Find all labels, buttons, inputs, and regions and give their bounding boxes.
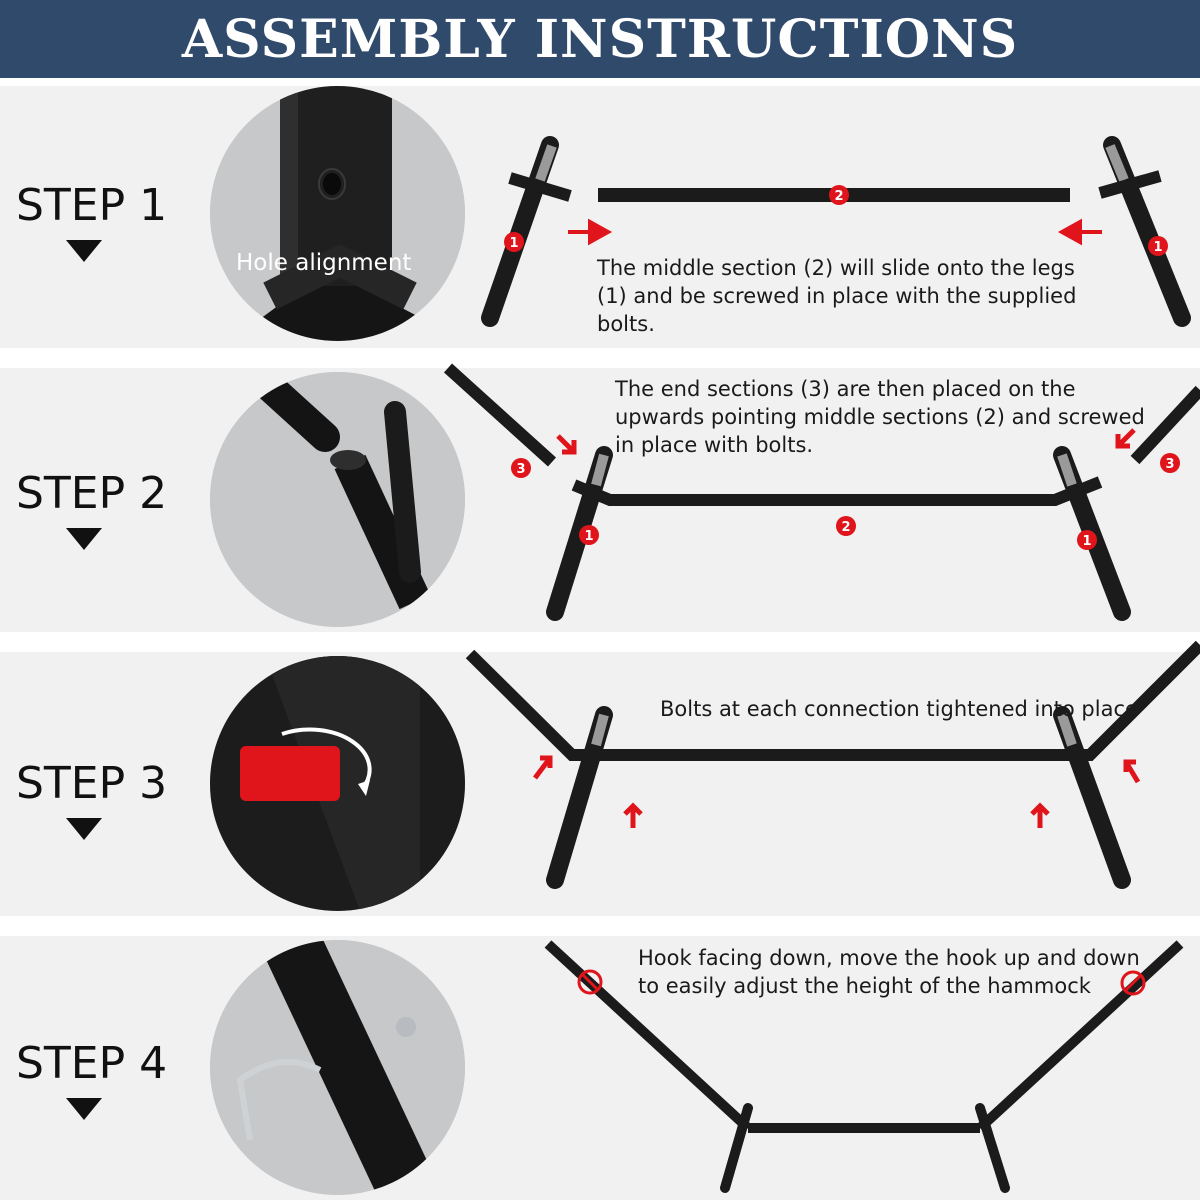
step-2-description: The end sections (3) are then placed on … bbox=[615, 377, 1145, 457]
leg-marker: 1 bbox=[1082, 534, 1091, 549]
step-3-panel bbox=[0, 652, 1200, 916]
step-4-detail-photo bbox=[210, 940, 465, 1195]
step-2-detail-photo bbox=[210, 372, 465, 627]
leg-marker: 1 bbox=[1153, 240, 1162, 255]
down-arrow-icon bbox=[66, 240, 102, 262]
middle-marker: 2 bbox=[834, 189, 843, 204]
middle-marker: 2 bbox=[841, 520, 850, 535]
step-3-description: Bolts at each connection tightened into … bbox=[660, 697, 1138, 721]
step-2-label: STEP 2 bbox=[16, 468, 168, 519]
down-arrow-icon bbox=[66, 528, 102, 550]
step-1-label: STEP 1 bbox=[16, 180, 168, 231]
end-marker: 3 bbox=[516, 462, 525, 477]
step-3-detail-photo bbox=[210, 656, 465, 911]
leg-marker: 1 bbox=[509, 236, 518, 251]
step-1-description: The middle section (2) will slide onto t… bbox=[597, 256, 1077, 336]
down-arrow-icon bbox=[66, 818, 102, 840]
step-1-panel bbox=[0, 86, 1200, 348]
step-4-description: Hook facing down, move the hook up and d… bbox=[638, 946, 1140, 998]
step-1-detail-photo bbox=[210, 86, 465, 341]
down-arrow-icon bbox=[66, 1098, 102, 1120]
hole-alignment-callout: Hole alignment bbox=[236, 250, 412, 276]
step-3-label: STEP 3 bbox=[16, 758, 168, 809]
header-bar: ASSEMBLY INSTRUCTIONS bbox=[0, 0, 1200, 78]
page-title: ASSEMBLY INSTRUCTIONS bbox=[181, 9, 1019, 70]
step-4-label: STEP 4 bbox=[16, 1038, 168, 1089]
leg-marker: 1 bbox=[584, 529, 593, 544]
end-marker: 3 bbox=[1165, 457, 1174, 472]
